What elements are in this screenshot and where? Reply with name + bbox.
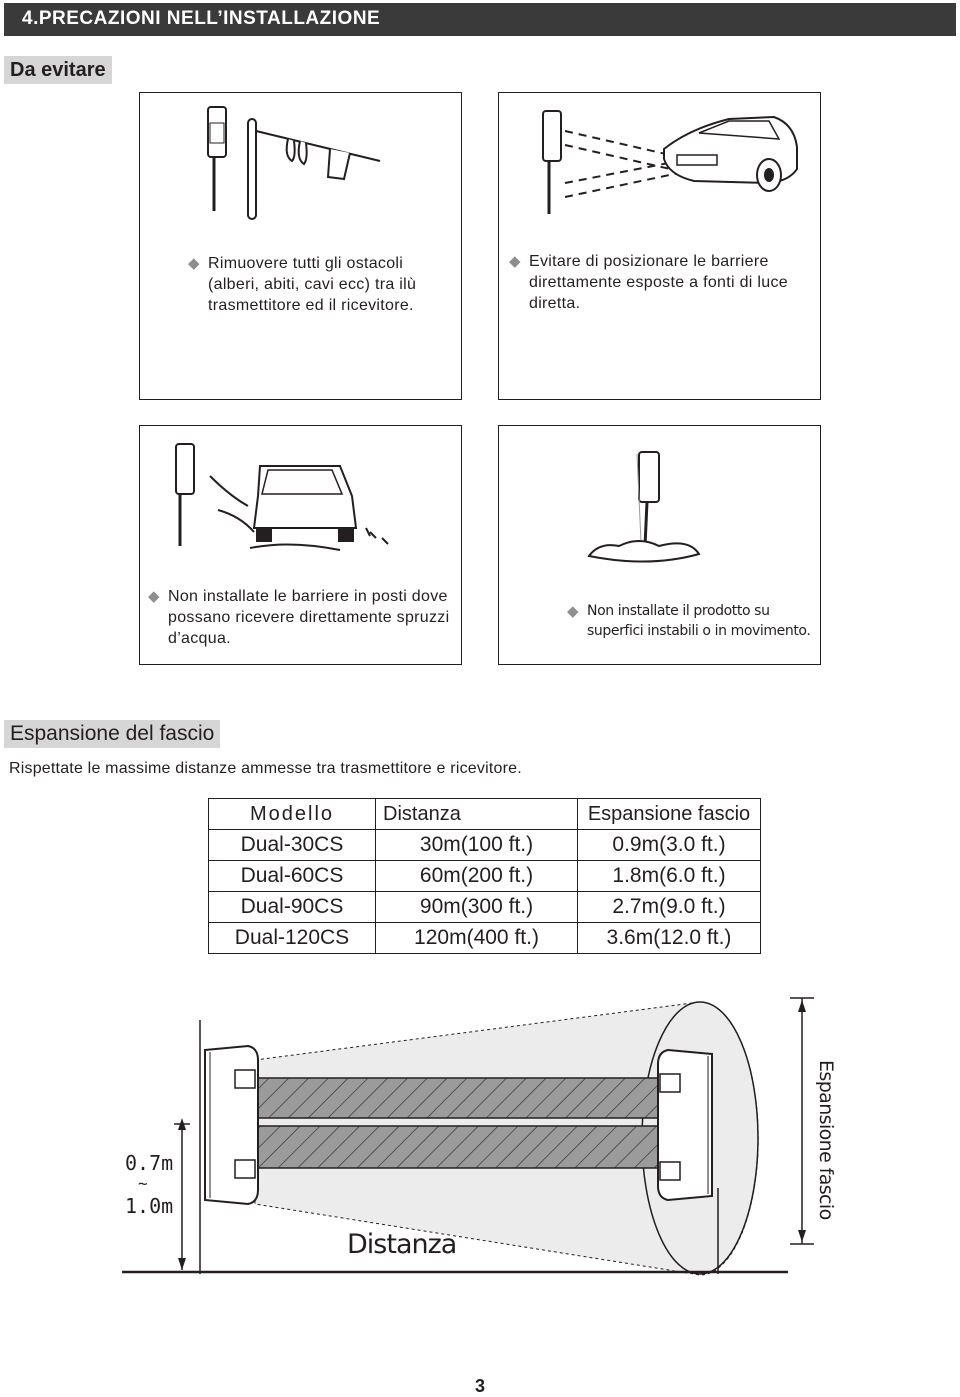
cell-model: Dual-120CS: [208, 922, 376, 954]
cell-expansion: 2.7m(9.0 ft.): [577, 891, 761, 923]
table-row: Dual-120CS 120m(400 ft.) 3.6m(12.0 ft.): [208, 922, 761, 954]
diamond-bullet-icon: ◆: [567, 602, 579, 620]
section-label-beam: Espansione del fascio: [4, 720, 221, 748]
panel-unstable: ◆ Non installate il prodotto su superfic…: [498, 425, 821, 665]
cell-model: Dual-90CS: [208, 891, 376, 923]
expansion-label: Espansione fascio: [815, 1060, 837, 1220]
section-label-avoid: Da evitare: [4, 56, 112, 84]
cell-distance: 30m(100 ft.): [375, 829, 578, 861]
diamond-bullet-icon: ◆: [188, 255, 200, 272]
cell-expansion: 1.8m(6.0 ft.): [577, 860, 761, 892]
cell-expansion: 0.9m(3.0 ft.): [577, 829, 761, 861]
cell-expansion: 3.6m(12.0 ft.): [577, 922, 761, 954]
table-header-row: Modello Distanza Espansione fascio: [208, 798, 761, 830]
diamond-bullet-icon: ◆: [148, 588, 160, 605]
beam-upper: [254, 1077, 661, 1119]
height-label-top: 0.7m: [125, 1151, 173, 1175]
panel-light: ◆ Evitare di posizionare le barriere dir…: [498, 92, 821, 400]
beam-lower: [254, 1125, 661, 1169]
table-row: Dual-90CS 90m(300 ft.) 2.7m(9.0 ft.): [208, 891, 761, 923]
caption-splash: ◆ Non installate le barriere in posti do…: [148, 588, 450, 647]
unstable-ground-illustration: [587, 451, 701, 563]
beam-expansion-diagram: 0.7m ~ 1.0m Distanza Espansione fascio: [122, 997, 837, 1276]
panel-splash: ◆ Non installate le barriere in posti do…: [139, 425, 462, 665]
intro-text: Rispettate le massime distanze ammesse t…: [9, 760, 522, 777]
col-header-model: Modello: [208, 798, 376, 830]
diamond-bullet-icon: ◆: [509, 253, 521, 270]
cell-distance: 120m(400 ft.): [375, 922, 578, 954]
col-header-distance: Distanza: [375, 798, 578, 830]
cell-distance: 90m(300 ft.): [375, 891, 578, 923]
spec-table: Modello Distanza Espansione fascio Dual-…: [208, 798, 761, 954]
table-row: Dual-60CS 60m(200 ft.) 1.8m(6.0 ft.): [208, 860, 761, 892]
clothesline-illustration: [207, 106, 381, 220]
cell-distance: 60m(200 ft.): [375, 860, 578, 892]
page-title: 4.PRECAZIONI NELL’INSTALLAZIONE: [22, 8, 381, 29]
distance-label: Distanza: [347, 1229, 456, 1260]
table-row: Dual-30CS 30m(100 ft.) 0.9m(3.0 ft.): [208, 829, 761, 861]
header-bar: [4, 3, 956, 36]
panel-obstacles: ◆ Rimuovere tutti gli ostacoli (alberi, …: [139, 92, 462, 400]
page-number: 3: [474, 1376, 485, 1396]
height-label-bottom: 1.0m: [125, 1194, 173, 1218]
cell-model: Dual-30CS: [208, 829, 376, 861]
caption-unstable: ◆ Non installate il prodotto su superfic…: [567, 602, 811, 639]
car-headlights-illustration: [542, 110, 798, 214]
height-label-sep: ~: [138, 1174, 148, 1193]
col-header-expansion: Espansione fascio: [577, 798, 761, 830]
car-splash-illustration: [175, 443, 389, 551]
caption-obstacles: ◆ Rimuovere tutti gli ostacoli (alberi, …: [188, 255, 417, 314]
caption-light: ◆ Evitare di posizionare le barriere dir…: [509, 253, 788, 312]
cell-model: Dual-60CS: [208, 860, 376, 892]
